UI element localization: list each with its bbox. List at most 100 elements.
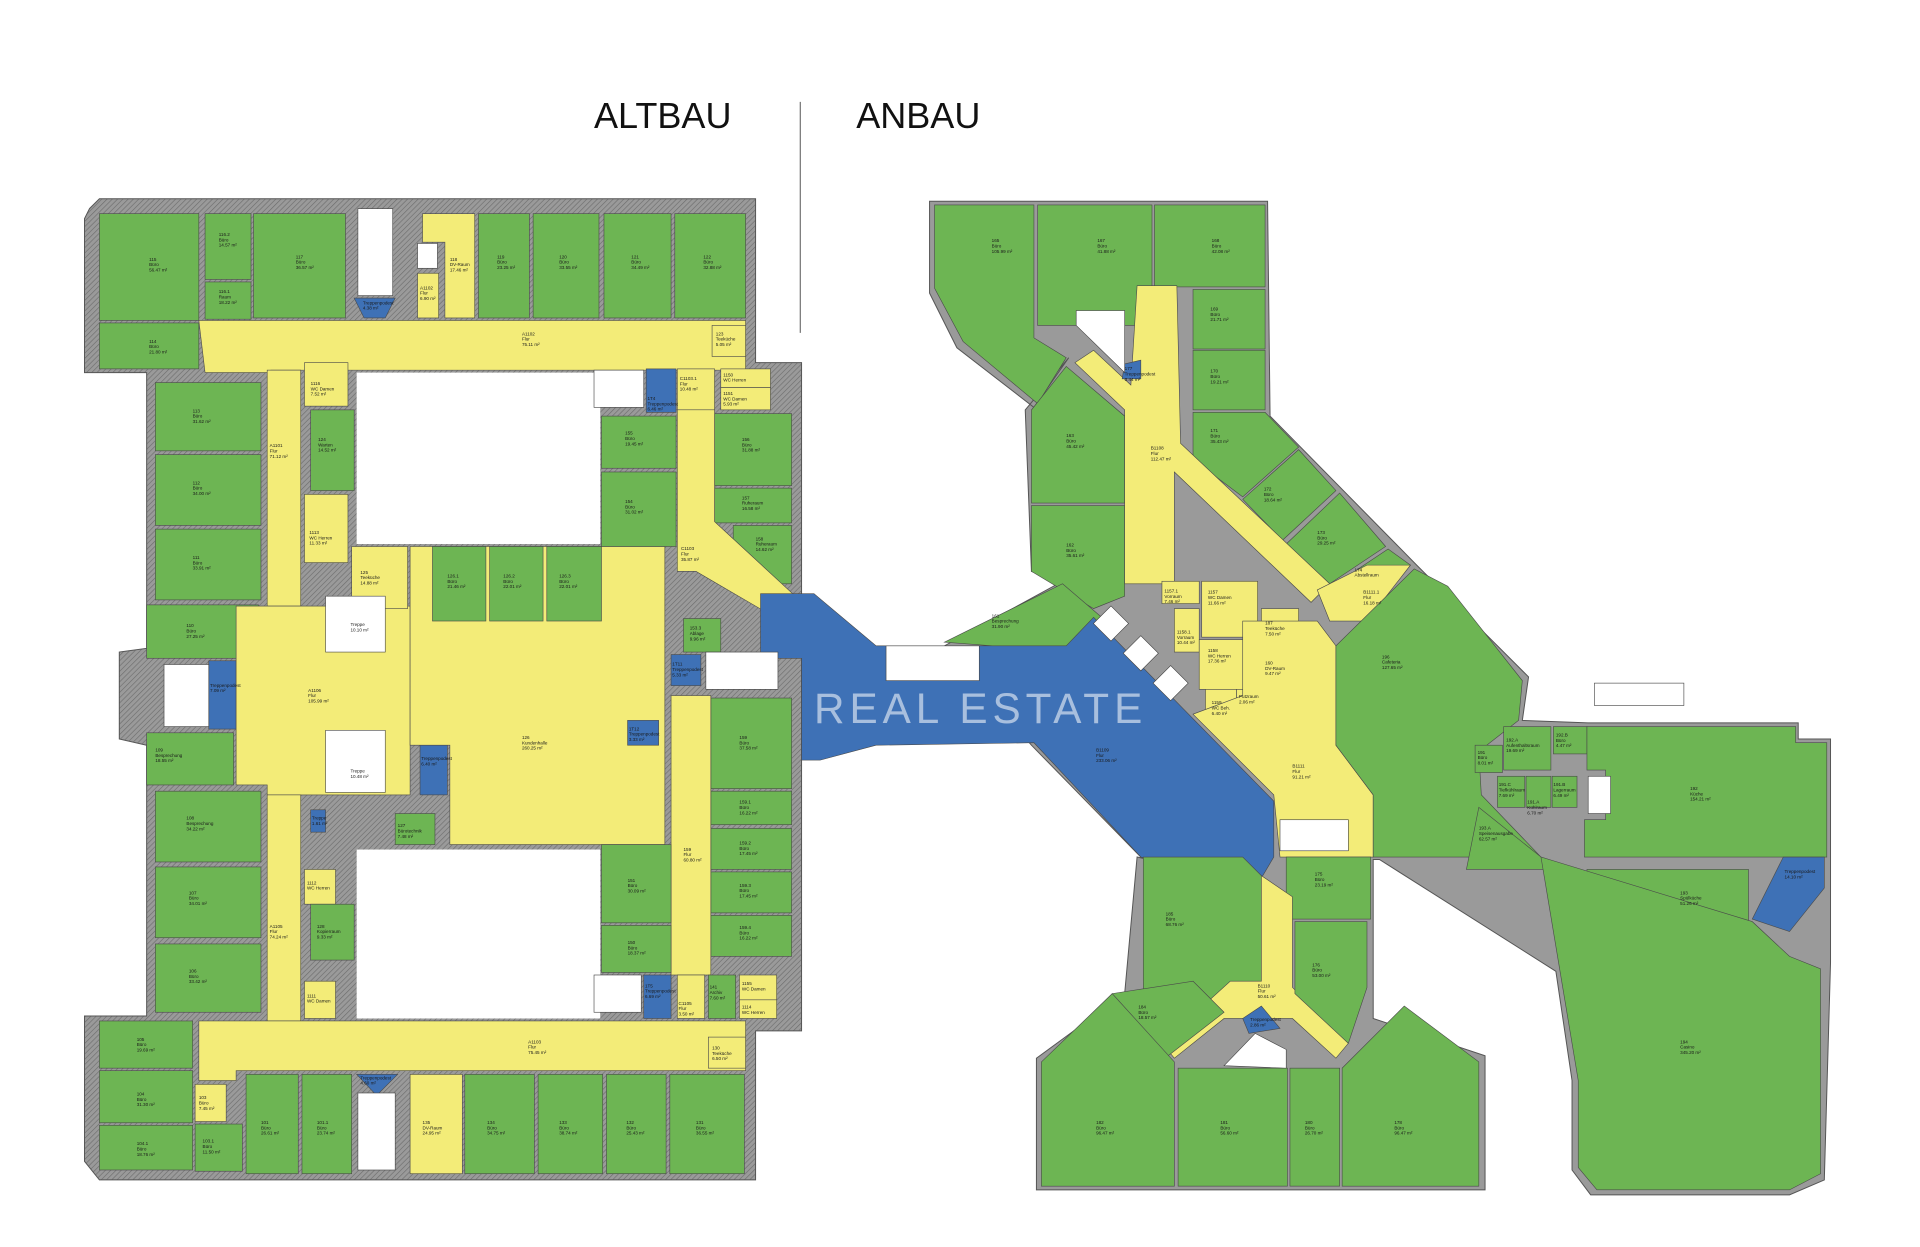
room-text: Büro — [696, 1125, 706, 1130]
room-text: 35.43 m² — [1210, 439, 1229, 444]
room-text: 71.12 m² — [270, 454, 289, 459]
room-number: 134 — [487, 1120, 495, 1125]
room-text: Büro — [137, 1097, 147, 1102]
room-text: 7.60 m² — [710, 995, 726, 1000]
room-text: Flur — [1258, 989, 1266, 994]
room-text: 62.57 m² — [1479, 836, 1498, 841]
room-text: 56.47 m² — [149, 268, 168, 273]
room-text: Kühlraum — [1527, 805, 1547, 810]
room-text: 75.11 m² — [522, 342, 540, 347]
room-text: Tiefkühlraum — [1499, 788, 1525, 793]
room-text: Besprechung — [155, 753, 182, 758]
room-191-b — [1551, 775, 1578, 808]
room-text: Büro — [497, 260, 507, 265]
room-text: 19.45 m² — [625, 441, 644, 446]
room-105 — [99, 1020, 193, 1069]
room-number: 191.A — [1527, 800, 1540, 805]
room-number: A1105 — [270, 924, 283, 929]
room-text: 33.55 m² — [559, 265, 578, 270]
room-number: 1157 — [1208, 590, 1218, 595]
room-number: B1111.1 — [1363, 590, 1379, 595]
room-119 — [478, 213, 530, 319]
room-b1111-1 — [1316, 564, 1412, 622]
room-text: Büro — [261, 1125, 271, 1130]
room-treppe — [325, 730, 386, 793]
room-number: 105 — [137, 1037, 145, 1042]
room-159 — [710, 697, 792, 790]
room-text: WC Herren — [742, 1010, 765, 1015]
room-text: Bürotechnik — [398, 829, 423, 834]
room-191-a — [1525, 775, 1552, 808]
room-text: Büro — [219, 237, 229, 242]
room-number: 154 — [625, 499, 633, 504]
room-text: Büro — [1210, 434, 1220, 439]
room-text: Treppe — [350, 622, 365, 627]
room-number: 1159 — [1212, 700, 1222, 705]
room-text: Vorraum — [1164, 594, 1181, 599]
room-number: 159.3 — [739, 883, 751, 888]
room-treppenpodest — [355, 1074, 399, 1096]
room-text: 3.50 m² — [679, 1011, 695, 1016]
room-text: 25.43 m² — [626, 1131, 645, 1136]
room-text: Büro — [317, 1125, 327, 1130]
room-text: 6.46 m² — [647, 407, 663, 412]
room-text: 27.25 m² — [186, 634, 205, 639]
room-text: WC Damen — [307, 999, 331, 1004]
room-text: Büro — [1556, 738, 1566, 743]
room-number: 192.B — [1556, 733, 1568, 738]
room-a1105 — [266, 794, 302, 1022]
room-text: 5.93 m² — [723, 402, 739, 407]
room-number: 173 — [1317, 530, 1325, 535]
room-131 — [669, 1074, 745, 1175]
room-number: 193.A — [1479, 826, 1492, 831]
room-number: 193 — [1680, 890, 1688, 895]
room-1155 — [739, 974, 778, 1001]
room-text: Büro — [1264, 492, 1274, 497]
room-text: 19.21 m² — [1210, 379, 1229, 384]
room-text: Treppenpodest — [1785, 869, 1816, 874]
room-153-3 — [683, 618, 722, 653]
room-number: B1111 — [1292, 764, 1305, 769]
elevator-icon — [1587, 775, 1611, 814]
room-number: 151 — [628, 878, 636, 883]
room-text: 56.60 m² — [1220, 1131, 1239, 1136]
room-number: 128 — [317, 924, 325, 929]
room-181 — [1177, 1067, 1288, 1187]
room-text: 53.00 m² — [1312, 973, 1331, 978]
room-a1102 — [417, 272, 439, 319]
room-text: WC Damen — [1208, 595, 1232, 600]
room-text: WC Damen — [742, 986, 766, 991]
room-number: 165 — [992, 238, 1000, 243]
room-text: Flur — [1292, 769, 1300, 774]
room-number: 168 — [1212, 238, 1220, 243]
stair-icon — [1075, 310, 1125, 374]
room-text: 3.33 m² — [629, 737, 645, 742]
room-text: Büro — [626, 1125, 636, 1130]
room-1t5 — [643, 974, 672, 1019]
room-text: 31.62 m² — [193, 419, 212, 424]
room-number: 170 — [1210, 369, 1218, 374]
room-196 — [1335, 568, 1542, 858]
room-text: Flur — [270, 448, 278, 453]
